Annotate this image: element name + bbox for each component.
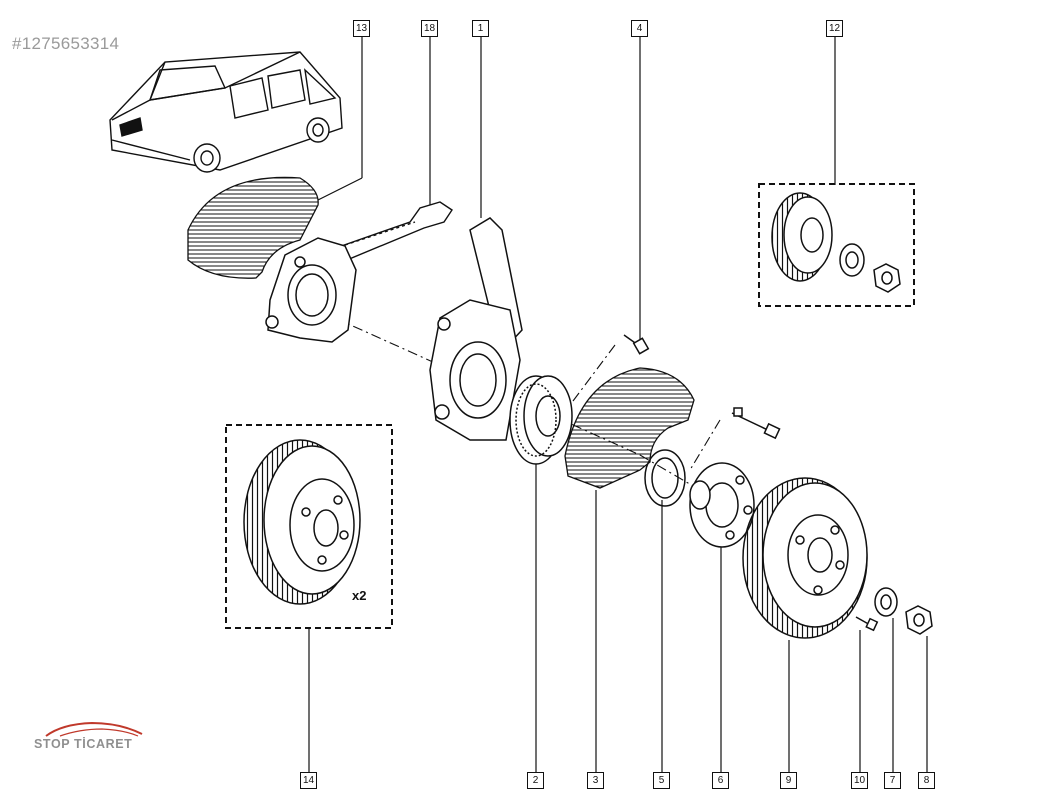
kit-14-brake-disc-pair (243, 439, 361, 605)
stop-ticaret-logo: STOP TİCARET (34, 720, 154, 764)
part-6-wheel-hub (689, 462, 755, 548)
callout-14: 14 (300, 772, 317, 789)
stock-id-watermark: #1275653314 (12, 34, 120, 53)
part-10-screw (855, 616, 879, 632)
leader-lines (308, 36, 928, 772)
kit-box-12 (758, 183, 915, 307)
part-7-washer (874, 587, 898, 617)
part-3-backplate (564, 367, 695, 489)
part-hub-bolt (731, 407, 781, 440)
kit-box-14 (225, 424, 393, 629)
part-13-dust-shield (187, 176, 319, 279)
logo-car-icon (45, 721, 143, 737)
callout-9: 9 (780, 772, 797, 789)
callout-7: 7 (884, 772, 901, 789)
callout-18: 18 (421, 20, 438, 37)
part-2-wheel-bearing (509, 375, 573, 465)
vehicle-illustration (109, 51, 343, 173)
quantity-x2-label: x2 (352, 588, 367, 603)
part-8-nut (905, 605, 933, 635)
part-18-steering-arm (328, 201, 453, 263)
callout-10: 10 (851, 772, 868, 789)
callout-4: 4 (631, 20, 648, 37)
callout-2: 2 (527, 772, 544, 789)
callout-8: 8 (918, 772, 935, 789)
part-steering-knuckle-left (265, 237, 357, 343)
logo-text: STOP TİCARET (34, 737, 133, 751)
part-4-bolt (623, 334, 650, 355)
part-5-seal (644, 449, 686, 507)
part-1-knuckle (429, 217, 523, 441)
callout-3: 3 (587, 772, 604, 789)
callout-5: 5 (653, 772, 670, 789)
callout-13: 13 (353, 20, 370, 37)
callout-12: 12 (826, 20, 843, 37)
kit-12-bearing-kit (771, 192, 901, 293)
callout-1: 1 (472, 20, 489, 37)
callout-6: 6 (712, 772, 729, 789)
part-9-brake-disc (742, 477, 868, 639)
